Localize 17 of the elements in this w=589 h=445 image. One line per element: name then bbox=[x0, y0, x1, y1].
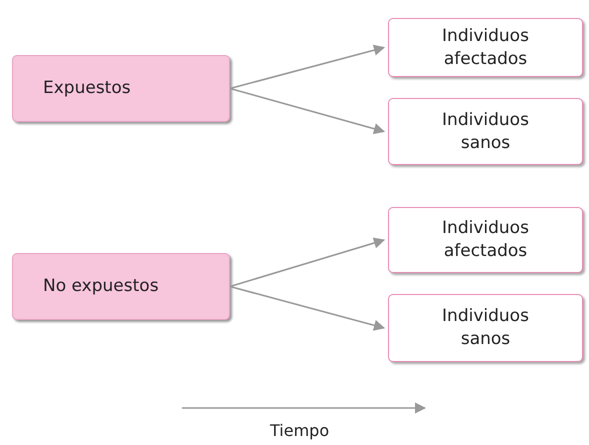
arrow bbox=[230, 286, 386, 331]
node-text: Individuos afectados bbox=[441, 217, 530, 263]
group-box bbox=[12, 55, 230, 122]
outcome-box bbox=[388, 207, 583, 273]
arrow bbox=[230, 88, 386, 134]
node-text: Individuos afectados bbox=[441, 24, 530, 70]
arrow bbox=[230, 44, 386, 90]
axis-label: Tiempo bbox=[270, 421, 330, 440]
outcome-box bbox=[388, 98, 583, 165]
outcome-box bbox=[388, 18, 583, 77]
node-text: Individuos sanos bbox=[441, 108, 530, 154]
arrow bbox=[230, 238, 386, 288]
node-text: No expuestos bbox=[43, 275, 159, 298]
group-box bbox=[12, 253, 230, 320]
outcome-box bbox=[388, 294, 583, 362]
node-text: Expuestos bbox=[43, 77, 131, 100]
node-text: Individuos sanos bbox=[441, 305, 530, 351]
